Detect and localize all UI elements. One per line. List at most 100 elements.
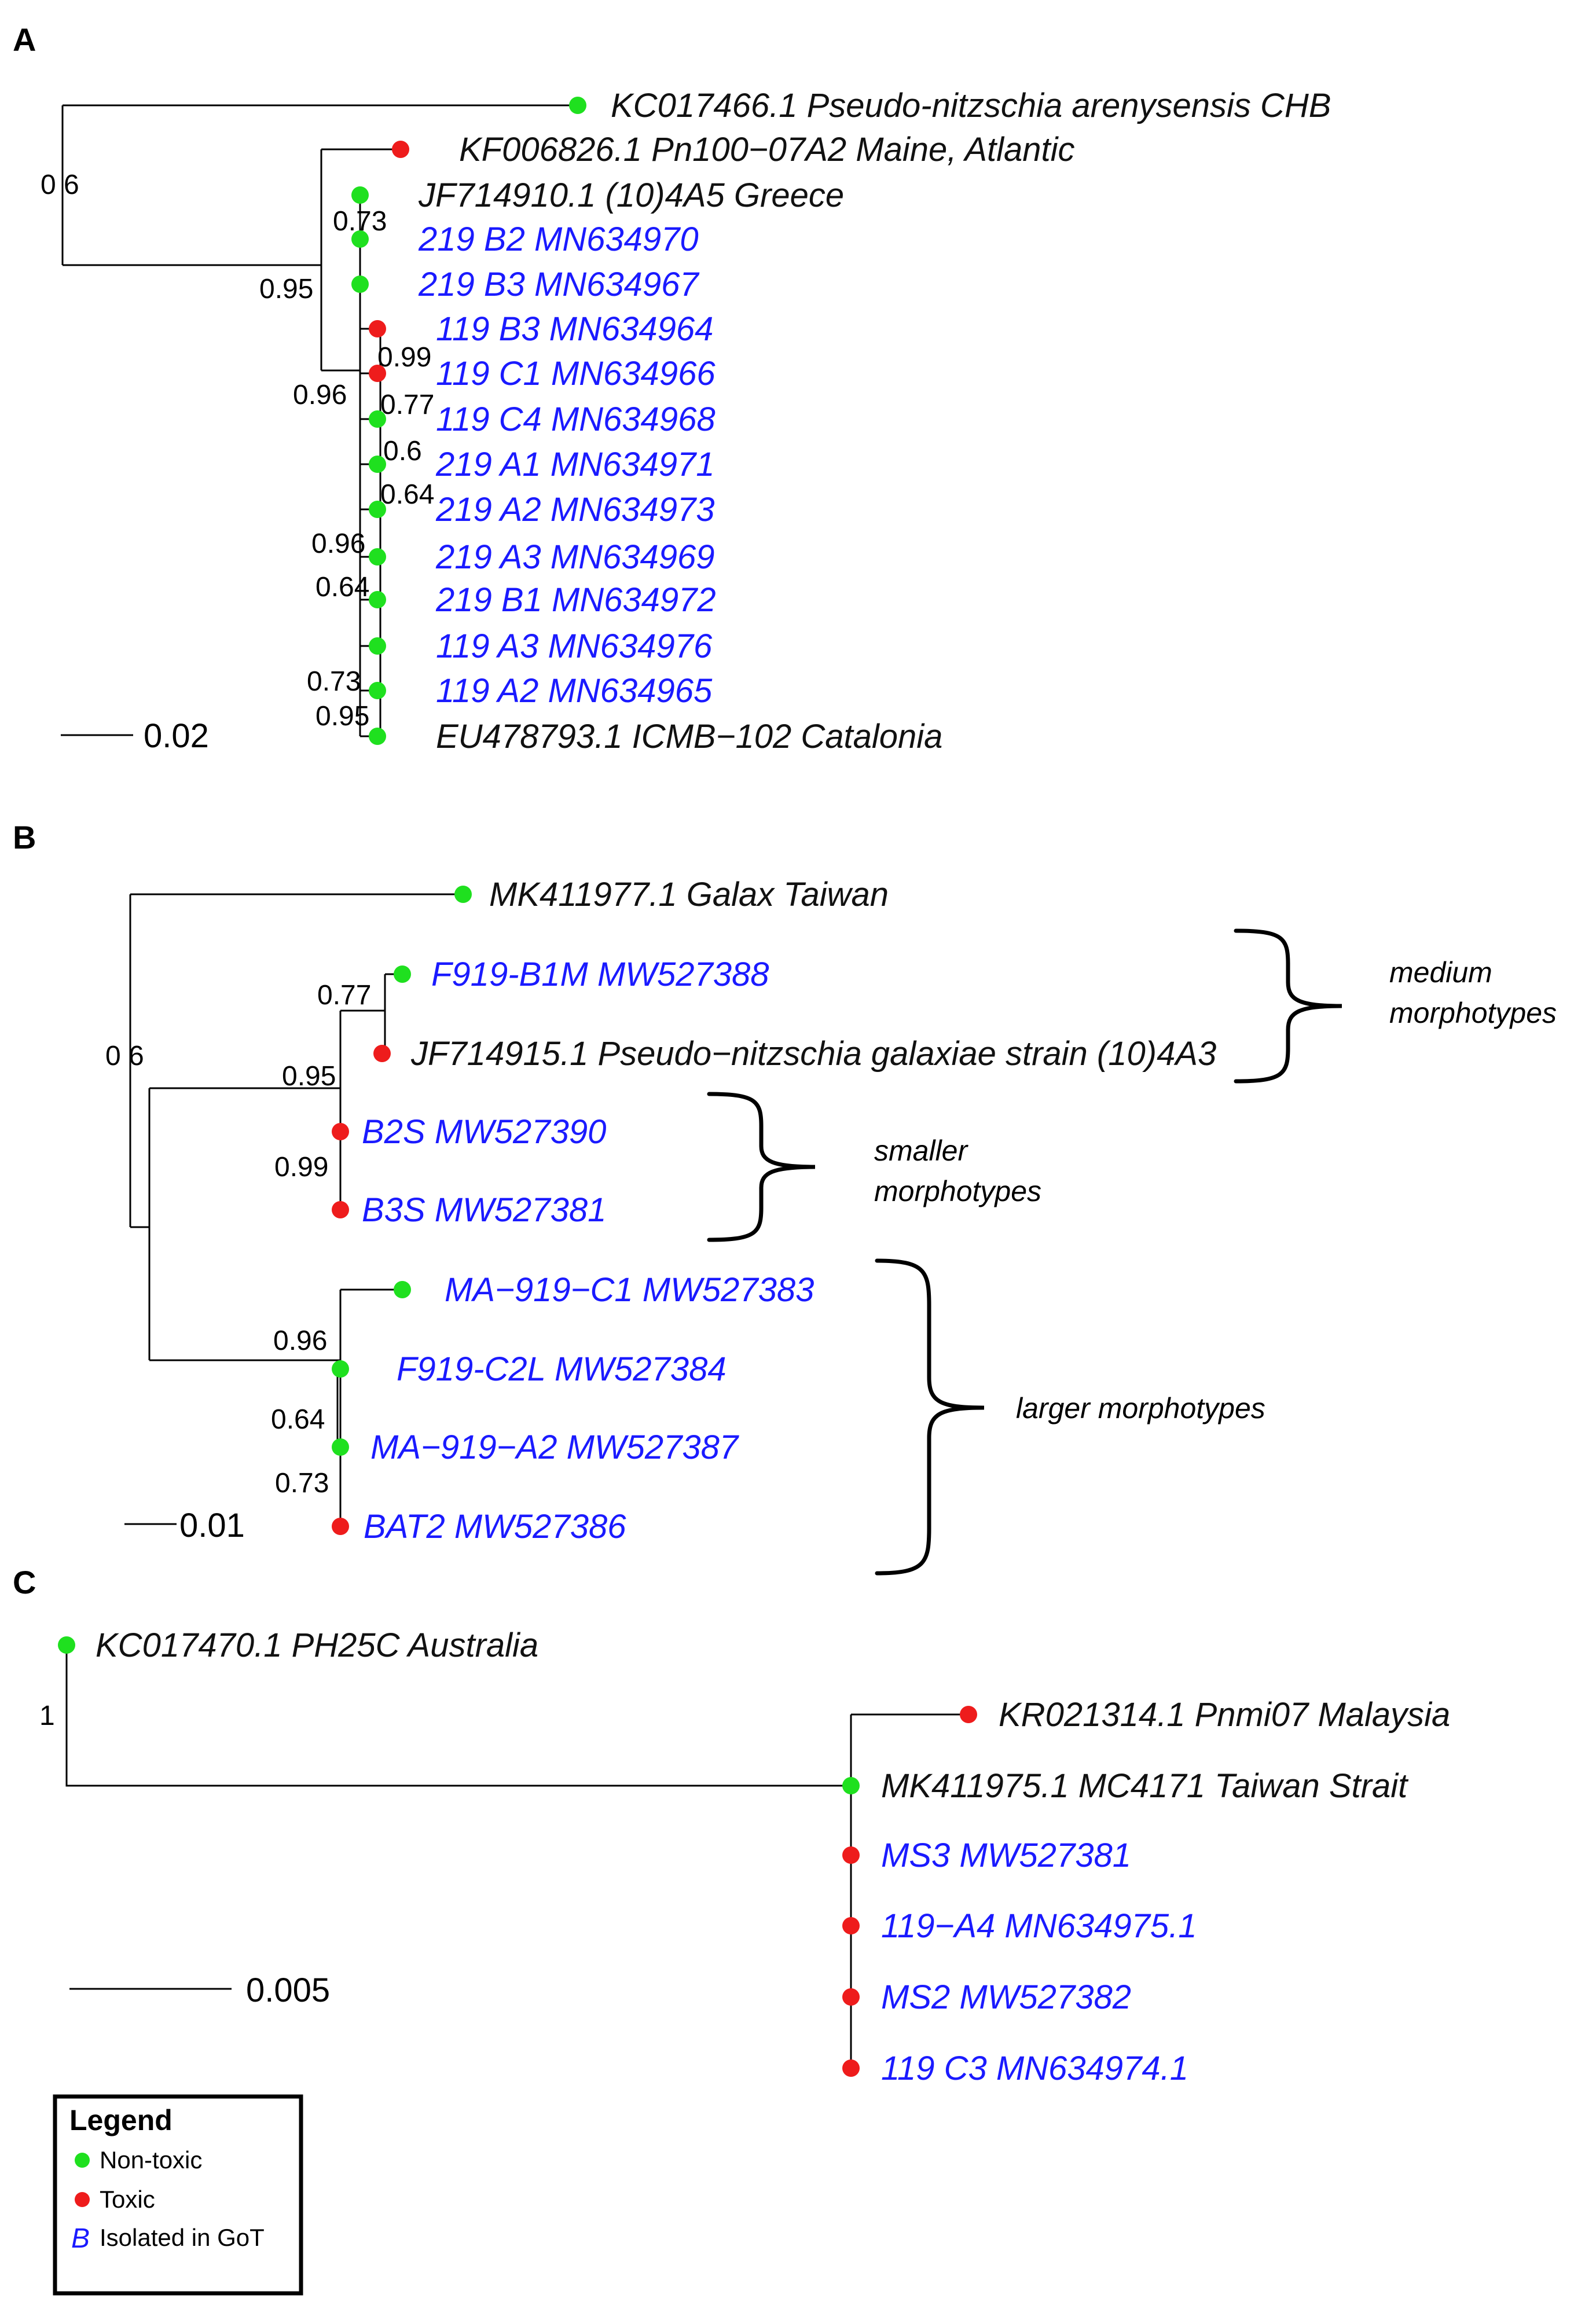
brace-medium — [1234, 928, 1342, 1084]
tip-label: 219 A3 MN634969 — [435, 538, 715, 576]
legend: Legend Non-toxic Toxic B Isolated in GoT — [53, 2094, 303, 2296]
tip-dot — [569, 97, 586, 114]
tip-label: MA−919−C1 MW527383 — [445, 1271, 814, 1309]
tip-label: KC017466.1 Pseudo-nitzschia arenysensis … — [611, 87, 1331, 124]
scale-bar-label: 0.005 — [246, 1971, 330, 2009]
panel-b-scale-bar: 0.01 — [124, 1507, 245, 1544]
support-value: 0.96 — [293, 380, 347, 410]
tip-label: B2S MW527390 — [362, 1113, 606, 1151]
group-label-smaller-line2: morphotypes — [874, 1175, 1041, 1207]
support-value: 0.95 — [282, 1061, 336, 1092]
scale-bar-label: 0.02 — [144, 717, 209, 755]
panel-b-label: B — [13, 819, 36, 856]
tip-label: 119 B3 MN634964 — [436, 310, 713, 348]
panel-b: B MK411977.1 Galax Taiwan F919-B1M MW527… — [13, 819, 1557, 1576]
panel-c-support-values: 1 — [39, 1701, 55, 1731]
panel-c-label: C — [13, 1564, 36, 1600]
tip-label: 119 C3 MN634974.1 — [881, 2050, 1188, 2087]
tip-dot — [960, 1706, 977, 1723]
support-value: 0.73 — [275, 1468, 329, 1499]
tip-dot — [369, 501, 386, 518]
group-label-medium-line2: morphotypes — [1389, 997, 1557, 1029]
legend-got-marker: B — [71, 2223, 90, 2254]
tip-label: 219 A1 MN634971 — [435, 446, 715, 483]
support-value: 0.64 — [271, 1404, 325, 1435]
panel-b-group-braces: medium morphotypes smaller morphotypes l… — [707, 928, 1557, 1576]
tip-dot — [842, 2059, 860, 2077]
tip-label: 219 A2 MN634973 — [435, 491, 715, 528]
support-value: 0.96 — [311, 528, 365, 559]
legend-toxic-label: Toxic — [100, 2186, 155, 2213]
legend-title: Legend — [69, 2104, 173, 2136]
tip-dot — [332, 1438, 349, 1456]
brace-larger — [875, 1258, 985, 1576]
panel-c-tip-labels: KC017470.1 PH25C Australia KR021314.1 Pn… — [96, 1627, 1450, 2087]
support-value: 0.95 — [259, 274, 313, 304]
tip-label: 219 B3 MN634967 — [418, 266, 700, 303]
tip-dot — [369, 591, 386, 608]
support-value: 0 6 — [41, 170, 79, 200]
support-value: 0.99 — [274, 1152, 328, 1183]
tip-dot — [373, 1045, 391, 1062]
panel-a: A KC017466.1 Pseudo-nitzsc — [13, 21, 1331, 755]
support-value: 0.77 — [380, 390, 434, 420]
support-value: 0.99 — [377, 342, 431, 373]
tip-dot — [351, 276, 369, 293]
tip-dot — [842, 1988, 860, 2006]
scale-bar-label: 0.01 — [179, 1507, 245, 1544]
support-value: 0.6 — [383, 436, 422, 467]
tip-dot — [351, 230, 369, 248]
tip-label: 119 C4 MN634968 — [436, 401, 716, 438]
tip-label: 219 B1 MN634972 — [435, 581, 716, 619]
tip-dot — [369, 682, 386, 699]
legend-box — [53, 2094, 303, 2296]
tip-dot — [351, 186, 369, 204]
legend-non-toxic-marker — [75, 2153, 90, 2168]
panel-b-support-values: 0 6 0.77 0.95 0.99 0.96 0.64 0.73 — [105, 980, 371, 1499]
tip-label: MA−919−A2 MW527387 — [370, 1429, 740, 1466]
tip-label: F919-B1M MW527388 — [431, 956, 769, 993]
support-value: 0.73 — [307, 666, 361, 697]
panel-c-branches — [65, 1645, 968, 2068]
tip-label: B3S MW527381 — [362, 1191, 606, 1229]
tip-label: MK411977.1 Galax Taiwan — [489, 876, 889, 913]
tip-label: JF714910.1 (10)4A5 Greece — [418, 177, 844, 214]
tip-label: JF714915.1 Pseudo−nitzschia galaxiae str… — [410, 1035, 1216, 1073]
tip-label: 219 B2 MN634970 — [418, 221, 699, 258]
tip-label: KF006826.1 Pn100−07A2 Maine, Atlantic — [459, 131, 1075, 168]
panel-a-support-values: 0 6 0.95 0.96 0.73 0.99 0.77 0.6 0.64 0.… — [41, 170, 434, 732]
tip-dot — [369, 456, 386, 473]
panel-c: C KC017470.1 PH25C Australia KR021314.1 … — [13, 1564, 1450, 2087]
tip-dot — [369, 548, 386, 566]
support-value: 0.73 — [333, 206, 387, 237]
panel-b-tip-dots — [332, 886, 472, 1535]
support-value: 1 — [39, 1701, 55, 1731]
tip-dot — [842, 1917, 860, 1934]
tip-dot — [332, 1123, 349, 1140]
tip-label: KR021314.1 Pnmi07 Malaysia — [999, 1696, 1450, 1734]
legend-non-toxic-label: Non-toxic — [100, 2146, 202, 2174]
support-value: 0.64 — [315, 572, 369, 603]
tip-dot — [369, 728, 386, 745]
panel-c-scale-bar: 0.005 — [69, 1971, 330, 2009]
tip-label: 119 C1 MN634966 — [436, 355, 716, 392]
panel-a-tip-labels: KC017466.1 Pseudo-nitzschia arenysensis … — [418, 87, 1331, 755]
tip-dot — [332, 1360, 349, 1378]
tip-dot — [332, 1518, 349, 1535]
tip-label: MS2 MW527382 — [881, 1978, 1131, 2016]
support-value: 0.95 — [315, 701, 369, 732]
group-label-larger: larger morphotypes — [1016, 1392, 1265, 1424]
panel-c-tip-dots — [58, 1636, 977, 2077]
support-value: 0 6 — [105, 1041, 144, 1071]
group-label-smaller-line1: smaller — [874, 1135, 968, 1167]
panel-a-scale-bar: 0.02 — [61, 717, 209, 755]
support-value: 0.64 — [380, 479, 434, 510]
tip-label: F919-C2L MW527384 — [397, 1350, 727, 1388]
tip-dot — [369, 637, 386, 655]
support-value: 0.77 — [317, 980, 371, 1011]
tip-dot — [332, 1201, 349, 1218]
tip-label: KC017470.1 PH25C Australia — [96, 1627, 538, 1664]
group-label-medium-line1: medium — [1389, 956, 1492, 989]
tip-label: 119 A3 MN634976 — [436, 627, 713, 665]
